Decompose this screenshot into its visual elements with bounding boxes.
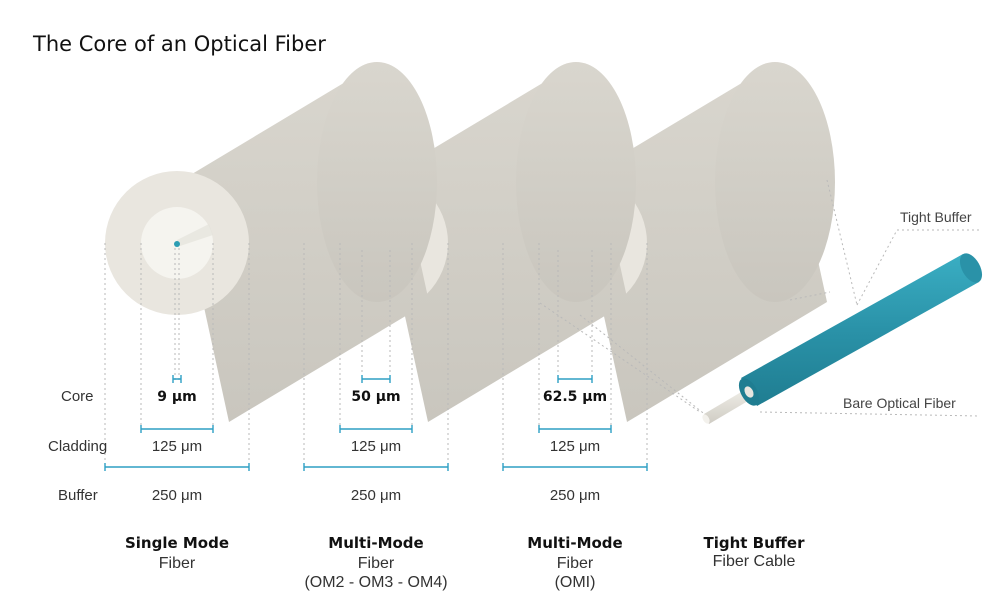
- fiber-name: Multi-Mode: [328, 534, 423, 552]
- cladding-dimension: 125 μm: [550, 438, 600, 455]
- fiber-subtitle: Fiber: [557, 555, 594, 572]
- bare-fiber: [704, 388, 753, 424]
- tight-buffer-cable: [539, 179, 983, 424]
- cladding-dimension: 125 μm: [152, 438, 202, 455]
- row-label-buffer: Buffer: [58, 487, 98, 504]
- buffer-dimension: 250 μm: [152, 487, 202, 504]
- cable-name: Tight Buffer: [703, 534, 805, 552]
- fiber-subtitle: Fiber: [159, 555, 196, 572]
- core-dimension: 50 μm: [351, 389, 400, 405]
- fiber-subtitle: (OM2 - OM3 - OM4): [304, 574, 447, 591]
- cladding-dimension: 125 μm: [351, 438, 401, 455]
- buffer-dimension: 250 μm: [351, 487, 401, 504]
- callout-bare-optical-fiber: Bare Optical Fiber: [843, 395, 956, 411]
- fiber-cylinder-single-mode: [105, 62, 437, 422]
- cable-subtitle: Fiber Cable: [713, 553, 796, 570]
- core-dimension: 62.5 μm: [543, 389, 607, 405]
- dimension-lines: [104, 375, 648, 471]
- callout-tight-buffer: Tight Buffer: [900, 209, 972, 225]
- fiber-subtitle: Fiber: [358, 555, 395, 572]
- diagram-title: The Core of an Optical Fiber: [32, 32, 326, 56]
- core-dimension: 9 μm: [157, 389, 197, 405]
- buffer-dimension: 250 μm: [550, 487, 600, 504]
- core-circle: [174, 241, 180, 247]
- row-label-core: Core: [61, 388, 94, 405]
- fiber-name: Multi-Mode: [527, 534, 622, 552]
- cable-jacket: [741, 254, 979, 406]
- guide-lines: [104, 243, 648, 468]
- fiber-name: Single Mode: [125, 534, 229, 552]
- row-label-cladding: Cladding: [48, 438, 107, 455]
- fiber-subtitle: (OMI): [555, 574, 596, 591]
